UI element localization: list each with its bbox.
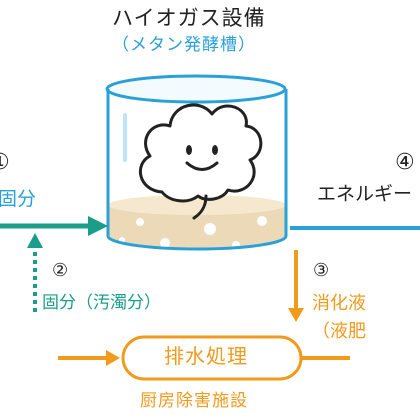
tank-liquid-surface — [108, 195, 286, 215]
step3-label-line2: （液肥 — [312, 321, 366, 342]
bubble — [160, 238, 170, 248]
inflow-arrowhead — [106, 350, 120, 366]
bubble — [136, 218, 144, 226]
step1-arrowhead — [88, 216, 108, 236]
diagram-title: ハイオガス設備 — [112, 6, 266, 30]
step2-label: 固分（汚濁分） — [42, 293, 161, 313]
bubble — [257, 216, 267, 226]
process-box — [121, 335, 303, 381]
diagram-subtitle: （メタン発酵槽） — [112, 35, 256, 55]
step2-number: ② — [52, 260, 69, 281]
step1-number: ① — [0, 152, 10, 174]
step4-label: エネルギー — [317, 183, 413, 205]
tank-liquid — [108, 205, 286, 249]
step1-label: 固分 — [0, 188, 37, 210]
process-box-label: 排水処理 — [164, 344, 248, 368]
bottom-label: 厨房除害施設 — [140, 391, 248, 411]
tank-bottom — [106, 235, 288, 251]
step3-label-line1: 消化液 — [312, 293, 366, 314]
step3-number: ③ — [313, 260, 330, 281]
smiling-cloud-icon — [139, 103, 263, 220]
step3-arrowhead — [288, 308, 304, 322]
tank-rim-back — [105, 74, 287, 104]
bubble — [204, 223, 216, 235]
step2-arrowhead — [27, 233, 43, 248]
step4-number: ④ — [395, 150, 415, 175]
